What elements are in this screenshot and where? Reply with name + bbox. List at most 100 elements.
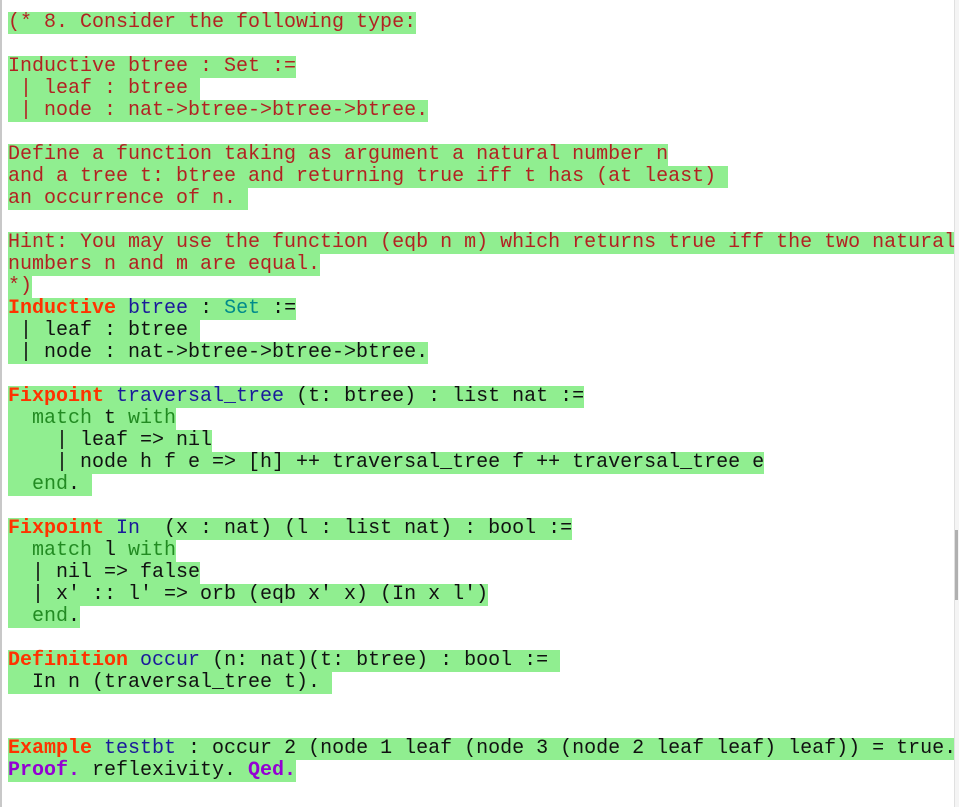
processed-region-highlight: Definition occur (n: nat)(t: btree) : bo… — [8, 649, 561, 672]
processed-region-highlight: | leaf => nil — [8, 429, 213, 452]
code-token: and a tree t: btree and returning true i… — [8, 165, 729, 188]
code-token: occur — [140, 649, 201, 672]
code-line[interactable] — [8, 496, 956, 518]
code-token: (* 8. Consider the following type: — [8, 11, 417, 34]
code-token: In — [116, 517, 141, 540]
code-token: | nil => false — [8, 561, 201, 584]
code-token — [92, 737, 104, 760]
code-token: Example — [8, 737, 93, 760]
code-token — [8, 539, 32, 562]
code-token: Define a function taking as argument a n… — [8, 143, 669, 166]
code-token: end — [32, 605, 69, 628]
code-token: : — [188, 297, 225, 320]
code-token: | leaf : btree — [8, 319, 201, 342]
code-token: reflexivity. — [80, 759, 249, 782]
code-token: match — [32, 539, 93, 562]
code-line[interactable]: | nil => false — [8, 562, 956, 584]
code-line[interactable]: Example testbt : occur 2 (node 1 leaf (n… — [8, 737, 957, 760]
code-line[interactable] — [8, 628, 956, 650]
processed-region-highlight: match l with — [8, 539, 177, 562]
code-token: . — [68, 605, 81, 628]
code-token — [8, 605, 32, 628]
code-line[interactable]: Inductive btree : Set := — [8, 56, 956, 78]
code-line[interactable]: an occurrence of n. — [8, 188, 956, 210]
code-line[interactable]: | node : nat->btree->btree->btree. — [8, 100, 956, 122]
code-token: . — [68, 473, 93, 496]
code-token: with — [128, 539, 177, 562]
code-token — [8, 473, 32, 496]
code-token — [8, 407, 32, 430]
code-line[interactable]: *) — [8, 276, 956, 298]
processed-region-highlight: *) — [8, 275, 33, 298]
code-line[interactable] — [8, 694, 956, 716]
code-token: t — [92, 407, 129, 430]
code-line[interactable]: Hint: You may use the function (eqb n m)… — [8, 232, 957, 254]
code-line[interactable]: numbers n and m are equal. — [8, 254, 956, 276]
vertical-scrollbar[interactable] — [954, 0, 959, 807]
processed-region-highlight: | x' :: l' => orb (eqb x' x) (In x l') — [8, 583, 489, 606]
processed-region-highlight: (* 8. Consider the following type: — [8, 11, 417, 34]
code-line[interactable] — [8, 210, 956, 232]
code-token: : occur 2 (node 1 leaf (node 3 (node 2 l… — [176, 737, 957, 760]
code-line[interactable]: and a tree t: btree and returning true i… — [8, 166, 956, 188]
code-token: (t: btree) : list nat := — [284, 385, 585, 408]
code-token: Proof. — [8, 759, 81, 782]
code-line[interactable]: | leaf => nil — [8, 430, 956, 452]
code-line[interactable]: Fixpoint In (x : nat) (l : list nat) : b… — [8, 518, 956, 540]
code-line[interactable] — [8, 34, 956, 56]
code-token: Fixpoint — [8, 517, 105, 540]
processed-region-highlight: | node : nat->btree->btree->btree. — [8, 100, 429, 122]
code-line[interactable]: | node : nat->btree->btree->btree. — [8, 342, 956, 364]
code-token — [128, 649, 140, 672]
processed-region-highlight: Inductive btree : Set := — [8, 56, 297, 78]
code-token: := — [260, 297, 297, 320]
code-line[interactable]: end. — [8, 474, 956, 496]
code-line[interactable]: | x' :: l' => orb (eqb x' x) (In x l') — [8, 584, 956, 606]
code-line[interactable]: match t with — [8, 408, 956, 430]
processed-region-highlight: | leaf : btree — [8, 319, 201, 342]
code-line[interactable]: Define a function taking as argument a n… — [8, 144, 956, 166]
code-token — [116, 297, 128, 320]
code-token: (n: nat)(t: btree) : bool := — [200, 649, 561, 672]
code-line[interactable]: match l with — [8, 540, 956, 562]
processed-region-highlight: Fixpoint traversal_tree (t: btree) : lis… — [8, 385, 585, 408]
processed-region-highlight: an occurrence of n. — [8, 187, 249, 210]
code-line[interactable]: Fixpoint traversal_tree (t: btree) : lis… — [8, 386, 956, 408]
code-line[interactable] — [8, 716, 956, 738]
scrollbar-thumb[interactable] — [955, 530, 958, 600]
code-lines[interactable]: (* 8. Consider the following type: Induct… — [8, 12, 957, 782]
code-token: with — [128, 407, 177, 430]
code-token — [104, 385, 116, 408]
code-line[interactable]: | node h f e => [h] ++ traversal_tree f … — [8, 452, 956, 474]
code-token: | node : nat->btree->btree->btree. — [8, 341, 429, 364]
code-token: traversal_tree — [116, 385, 285, 408]
code-line[interactable]: (* 8. Consider the following type: — [8, 12, 956, 34]
code-line[interactable] — [8, 122, 956, 144]
code-token — [104, 517, 116, 540]
code-line[interactable] — [8, 364, 956, 386]
code-line[interactable]: end. — [8, 606, 956, 628]
code-token: | x' :: l' => orb (eqb x' x) (In x l') — [8, 583, 489, 606]
processed-region-highlight: end. — [8, 605, 81, 628]
code-line[interactable]: Definition occur (n: nat)(t: btree) : bo… — [8, 650, 956, 672]
code-line[interactable]: | leaf : btree — [8, 78, 956, 100]
code-line[interactable]: Inductive btree : Set := — [8, 298, 956, 320]
code-token: Definition — [8, 649, 129, 672]
processed-region-highlight: | nil => false — [8, 561, 201, 584]
code-token: Qed. — [248, 759, 297, 782]
code-token: *) — [8, 275, 33, 298]
processed-region-highlight: In n (traversal_tree t). — [8, 671, 333, 694]
code-token: Inductive — [8, 297, 117, 320]
code-token: testbt — [104, 737, 177, 760]
code-token: an occurrence of n. — [8, 187, 249, 210]
code-line[interactable]: | leaf : btree — [8, 320, 956, 342]
code-line[interactable]: Proof. reflexivity. Qed. — [8, 760, 956, 782]
code-token: | leaf => nil — [8, 429, 213, 452]
processed-region-highlight: Inductive btree : Set := — [8, 297, 297, 320]
code-token: In n (traversal_tree t). — [8, 671, 333, 694]
processed-region-highlight: | node h f e => [h] ++ traversal_tree f … — [8, 452, 765, 474]
code-line[interactable]: In n (traversal_tree t). — [8, 672, 956, 694]
processed-region-highlight: Example testbt : occur 2 (node 1 leaf (n… — [8, 737, 957, 760]
code-token: Fixpoint — [8, 385, 105, 408]
